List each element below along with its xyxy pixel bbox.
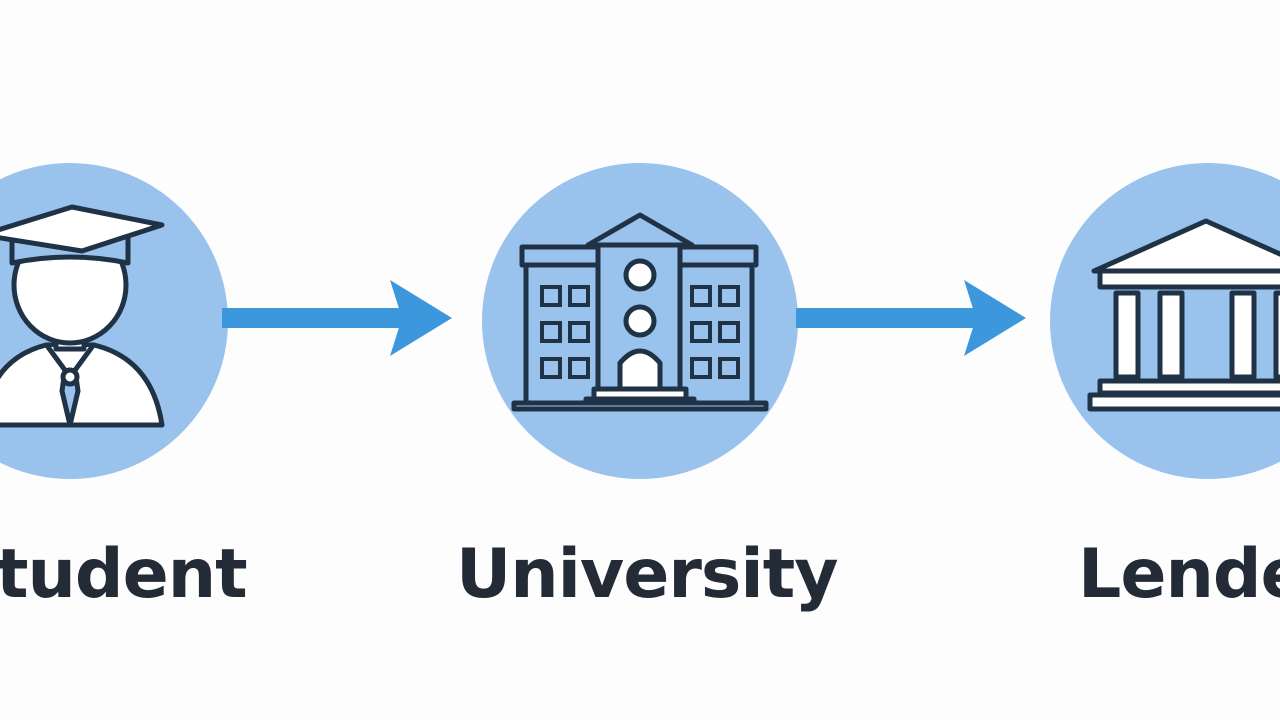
arrow-university-to-lender [796,280,1026,356]
node-label-university: University [456,535,839,614]
lender-node-circle [1050,163,1280,479]
student-icon [0,204,165,428]
university-building-icon [511,212,769,412]
bank-building-icon [1087,218,1280,412]
university-node-circle [482,163,798,479]
arrow-student-to-university [222,280,452,356]
node-label-lender: Lende [1078,535,1280,614]
node-label-student: tudent [0,535,248,614]
student-node-circle [0,163,228,479]
